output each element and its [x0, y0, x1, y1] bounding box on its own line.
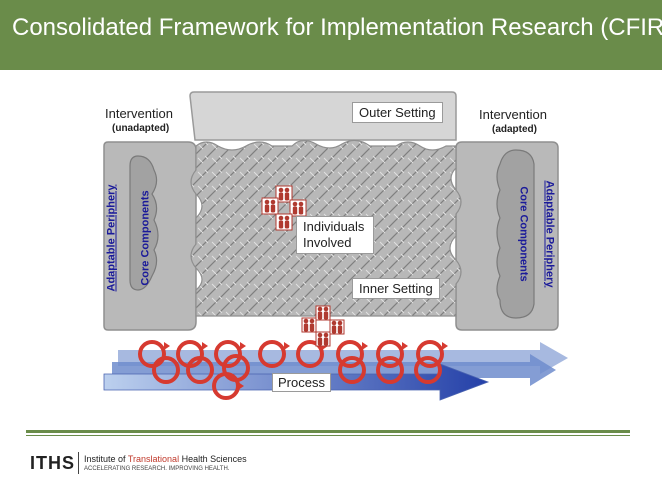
intervention-adapted-sublabel: (adapted)	[492, 124, 537, 135]
adaptable-periphery-left-label: Adaptable Periphery	[105, 184, 118, 292]
outer-setting-label: Outer Setting	[352, 102, 443, 123]
title-bar: Consolidated Framework for Implementatio…	[0, 0, 662, 70]
institute-prefix: Institute of	[84, 454, 128, 464]
slide-title: Consolidated Framework for Implementatio…	[12, 14, 662, 41]
individuals-text: Individuals Involved	[303, 219, 365, 250]
footer-divider-thin	[26, 435, 630, 436]
intervention-adapted-label: Intervention	[479, 107, 547, 122]
core-components-left-label: Core Components	[139, 190, 152, 286]
footer-divider	[26, 430, 630, 433]
individuals-label: Individuals Involved	[296, 216, 374, 254]
intervention-unadapted-sublabel: (unadapted)	[112, 123, 170, 134]
individuals-icon	[261, 185, 307, 231]
institute-suffix: Health Sciences	[179, 454, 247, 464]
process-individuals-icon	[301, 305, 345, 347]
core-components-left-shape	[129, 155, 159, 291]
institute-name: Institute of Translational Health Scienc…	[84, 454, 247, 464]
institute-tagline: ACCELERATING RESEARCH. IMPROVING HEALTH.	[84, 466, 230, 472]
adaptable-periphery-right-label: Adaptable Periphery	[543, 180, 556, 288]
process-cycles	[138, 340, 444, 400]
institute-highlight: Translational	[127, 454, 180, 464]
process-label: Process	[272, 373, 331, 392]
core-components-right-shape	[496, 149, 535, 319]
inner-setting-label: Inner Setting	[352, 278, 440, 299]
intervention-unadapted-label: Intervention	[105, 106, 173, 121]
logo-separator	[78, 452, 79, 474]
iths-logo: ITHS	[30, 453, 76, 473]
core-components-right-label: Core Components	[517, 186, 530, 282]
